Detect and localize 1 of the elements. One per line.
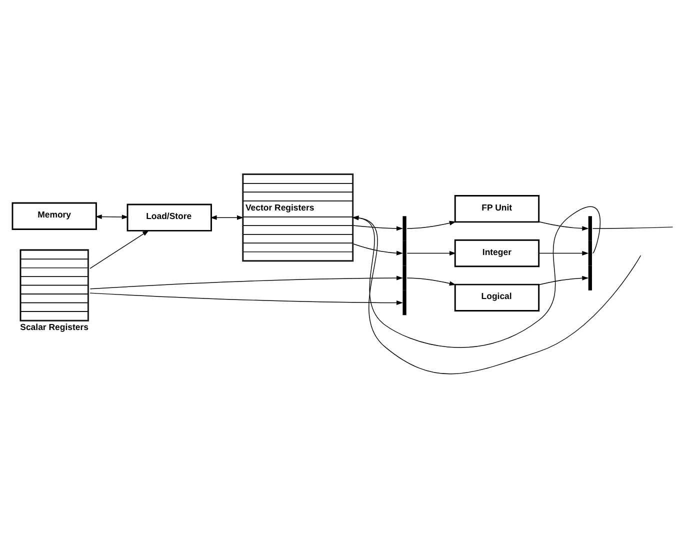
- node-label: Scalar Registers: [20, 322, 88, 332]
